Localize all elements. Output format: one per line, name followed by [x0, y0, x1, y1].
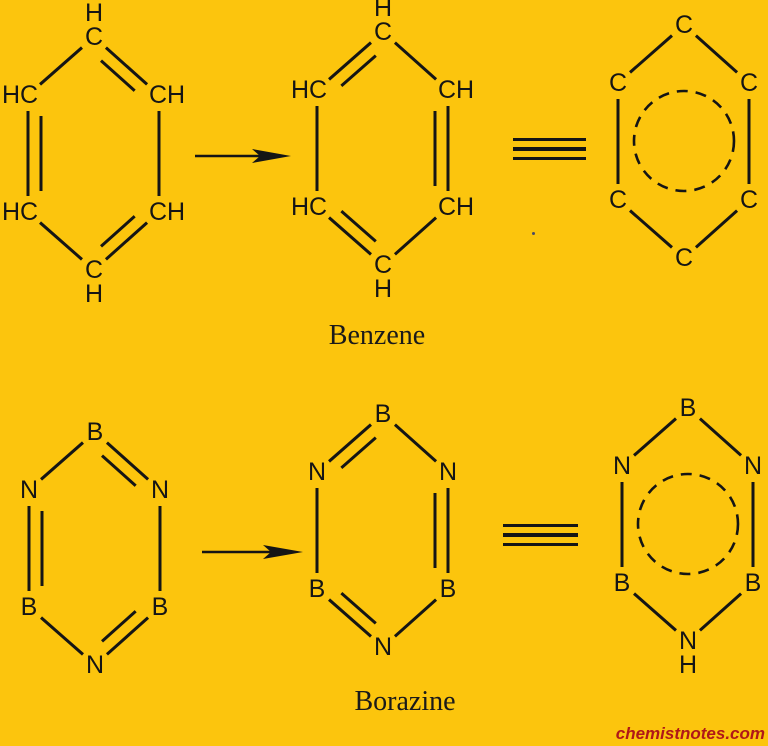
- atom-label: N: [151, 476, 169, 504]
- aromatic-circle: [636, 472, 740, 576]
- atom-label: HC: [2, 198, 38, 226]
- bond-line: [40, 441, 84, 481]
- atom-label: C: [740, 186, 758, 214]
- atom-label: B: [309, 575, 326, 603]
- atom-label: C: [85, 256, 103, 284]
- equivalence-bar: [503, 542, 578, 547]
- bond-line: [629, 34, 673, 74]
- bond-line: [39, 221, 83, 261]
- bond-line: [393, 423, 438, 463]
- atom-label: N: [744, 452, 762, 480]
- bond-line: [393, 598, 438, 638]
- bond-line: [340, 436, 377, 470]
- bond-line: [393, 41, 438, 81]
- atom-label: HC: [2, 81, 38, 109]
- atom-label: N: [439, 458, 457, 486]
- equivalence-bar: [513, 147, 586, 151]
- atom-label: N: [679, 627, 697, 655]
- atom-label: CH: [149, 81, 185, 109]
- bond-line: [105, 441, 150, 481]
- bond-line: [340, 54, 377, 88]
- atom-label: N: [86, 651, 104, 679]
- resonance-arrow-icon: [202, 545, 303, 559]
- equivalence-sign-icon: [513, 138, 586, 166]
- atom-label: B: [614, 569, 631, 597]
- bond-line: [39, 46, 83, 86]
- equivalence-bar: [503, 524, 578, 528]
- bond-line: [340, 209, 377, 243]
- benzene-caption: Benzene: [328, 320, 426, 351]
- bond-line: [694, 34, 739, 74]
- bond-line: [104, 221, 149, 261]
- bond-line: [105, 616, 150, 656]
- borazine-caption: Borazine: [354, 686, 456, 717]
- atom-label: H: [679, 651, 697, 679]
- bond-line: [100, 59, 136, 92]
- equivalence-sign-icon: [503, 524, 578, 552]
- atom-label: B: [680, 394, 697, 422]
- resonance-arrow-icon: [195, 149, 291, 163]
- bond-line: [100, 215, 136, 248]
- atom-label: N: [374, 633, 392, 661]
- atom-label: B: [375, 400, 392, 428]
- bond-line: [104, 46, 149, 86]
- atom-label: C: [374, 18, 392, 46]
- atom-label: H: [85, 0, 103, 27]
- atom-label: N: [308, 458, 326, 486]
- bond-line: [340, 591, 377, 625]
- atom-label: H: [374, 275, 392, 303]
- bond-line: [328, 598, 372, 638]
- bond-line: [101, 610, 137, 643]
- atom-label: C: [609, 69, 627, 97]
- benzene-delocalized-structure: C C C C C C: [588, 0, 768, 297]
- atom-label: N: [20, 476, 38, 504]
- bond-line: [698, 417, 743, 457]
- bond-line: [328, 216, 372, 256]
- aromatic-circle: [632, 89, 736, 193]
- atom-label: CH: [438, 76, 474, 104]
- bond-line: [633, 417, 677, 457]
- atom-label: HC: [291, 193, 327, 221]
- atom-label: B: [87, 418, 104, 446]
- atom-label: B: [152, 593, 169, 621]
- stray-dot: [532, 232, 535, 235]
- equivalence-bar: [513, 156, 586, 161]
- bond-line: [393, 216, 438, 256]
- borazine-kekule-structure-1: B N N B B N: [0, 392, 199, 704]
- atom-label: C: [675, 244, 693, 272]
- atom-label: B: [745, 569, 762, 597]
- atom-label: C: [85, 23, 103, 51]
- atom-label: C: [675, 11, 693, 39]
- bond-line: [40, 616, 84, 656]
- atom-label: C: [609, 186, 627, 214]
- bond-line: [694, 209, 739, 249]
- bond-line: [629, 209, 673, 249]
- borazine-kekule-structure-2: B N N B B N: [287, 374, 487, 686]
- atom-label: N: [613, 452, 631, 480]
- atom-label: CH: [438, 193, 474, 221]
- bond-line: [633, 592, 677, 632]
- atom-label: C: [740, 69, 758, 97]
- bond-line: [101, 454, 137, 487]
- equivalence-bar: [503, 533, 578, 537]
- atom-label: B: [440, 575, 457, 603]
- atom-label: HC: [291, 76, 327, 104]
- atom-label: B: [21, 593, 38, 621]
- bond-line: [328, 423, 372, 463]
- atom-label: H: [374, 0, 392, 22]
- bond-line: [698, 592, 743, 632]
- atom-label: CH: [149, 198, 185, 226]
- bond-line: [328, 41, 372, 81]
- watermark-text: chemistnotes.com: [615, 724, 765, 743]
- atom-label: H: [85, 280, 103, 308]
- atom-label: C: [374, 251, 392, 279]
- equivalence-bar: [513, 138, 586, 142]
